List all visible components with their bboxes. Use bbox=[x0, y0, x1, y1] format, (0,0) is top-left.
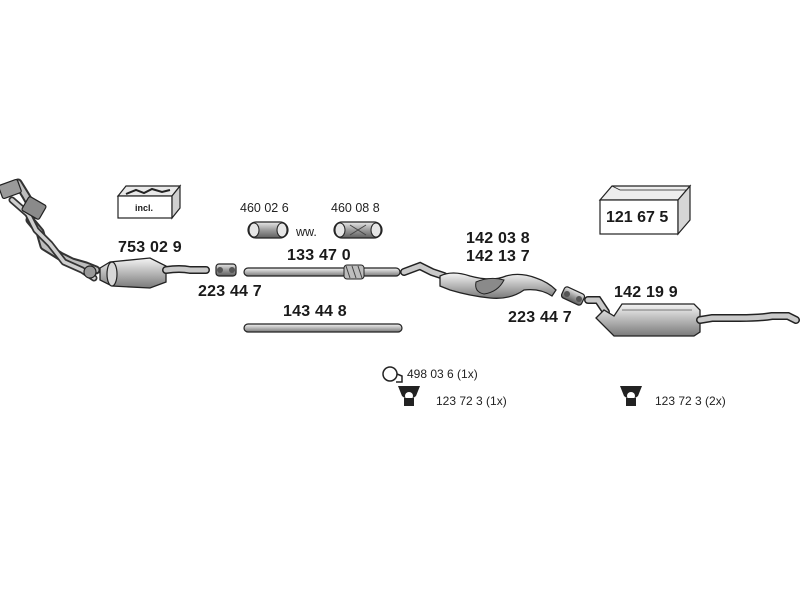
gasket-or-text: ww. bbox=[296, 225, 317, 239]
part-number-front-pipe: 753 02 9 bbox=[118, 239, 182, 256]
lower-pipe bbox=[243, 323, 403, 333]
kit-box-label: incl. bbox=[135, 203, 154, 213]
clamp-left bbox=[215, 263, 237, 277]
part-number-mounting-kit: 121 67 5 bbox=[606, 209, 669, 226]
part-number-hanger-single: 123 72 3 (1x) bbox=[436, 394, 507, 408]
catalytic-converter bbox=[99, 257, 210, 289]
clamp-right bbox=[560, 286, 586, 306]
mounting-kit-box-icon bbox=[598, 184, 692, 236]
front-pipe bbox=[0, 178, 101, 282]
part-number-middle-silencer-a: 142 03 8 bbox=[466, 230, 530, 247]
part-number-clamp-right: 223 44 7 bbox=[508, 309, 572, 326]
part-number-middle-silencer-b: 142 13 7 bbox=[466, 248, 530, 265]
gasket-b bbox=[333, 221, 383, 239]
part-number-ring: 498 03 6 (1x) bbox=[407, 367, 478, 381]
part-number-middle-pipe: 133 47 0 bbox=[287, 247, 351, 264]
gasket-a bbox=[247, 221, 289, 239]
middle-silencer bbox=[400, 261, 557, 299]
part-number-gasket-b: 460 08 8 bbox=[331, 201, 380, 215]
hanger-double-icon bbox=[620, 386, 642, 406]
hanger-single-icon bbox=[398, 386, 420, 406]
part-number-gasket-a: 460 02 6 bbox=[240, 201, 289, 215]
kit-box-icon bbox=[116, 184, 182, 220]
rear-silencer bbox=[584, 296, 800, 337]
part-number-lower-pipe: 143 44 8 bbox=[283, 303, 347, 320]
ring-part-icon bbox=[382, 366, 403, 383]
part-number-clamp-left: 223 44 7 bbox=[198, 283, 262, 300]
part-number-rear-silencer: 142 19 9 bbox=[614, 284, 678, 301]
part-number-hanger-double: 123 72 3 (2x) bbox=[655, 394, 726, 408]
middle-pipe bbox=[243, 264, 401, 280]
